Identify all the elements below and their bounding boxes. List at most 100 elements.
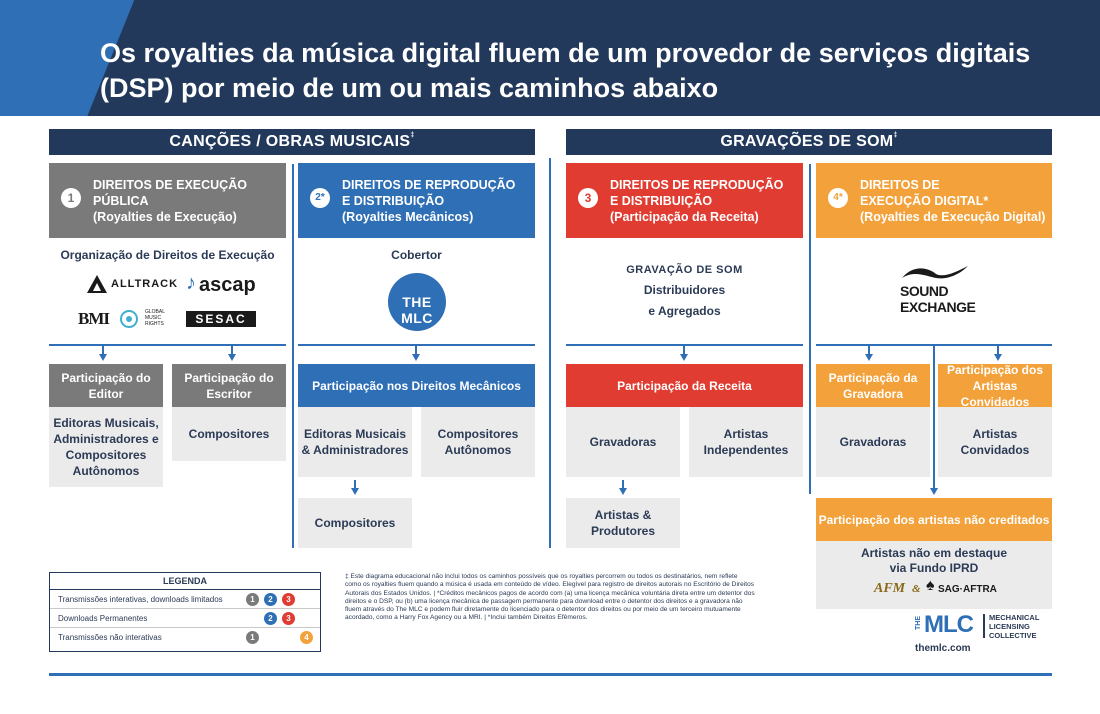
flow-arrow-icon [930,488,938,495]
revenue-share-box: Participação da Receita [566,364,803,407]
bottom-rule [49,673,1052,676]
flow-line [622,480,624,488]
aggregators-label: e Agregados [648,304,721,318]
brand-the: THE [915,616,922,630]
gmr-logo: GLOBAL MUSIC RIGHTS [119,307,179,331]
soundexchange-icon [902,266,968,279]
uncredited-line2: via Fundo IPRD [889,561,979,575]
publishers-box: Editoras Musicais & Administradores [298,407,412,477]
pro-label: Organização de Direitos de Execução [60,248,275,262]
section-songs: CANÇÕES / OBRAS MUSICAIS‡ [49,129,535,155]
songwriters-box: Compositores [298,498,412,548]
ascap-text: ascap [199,274,256,296]
category-line: E DISTRIBUIÇÃO [342,194,445,208]
legend-dot: 2 [264,593,277,606]
category-line: E DISTRIBUIÇÃO [610,194,713,208]
self-publishers-box: Compositores Autônomos [421,407,535,477]
flow-arrow-icon [99,354,107,361]
column-divider [809,164,811,494]
flow-arrow-icon [351,488,359,495]
category-text: DIREITOS DE EXECUÇÃO DIGITAL* (Royalties… [860,177,1046,225]
footnote: ‡ Este diagrama educacional não inclui t… [345,573,755,622]
legend-dot: 1 [246,593,259,606]
ascap-logo: ♪ ascap [186,272,256,298]
flow-line [868,346,870,354]
gmr-text: GLOBAL MUSIC RIGHTS [145,309,165,327]
soundexchange-logo: SOUND EXCHANGE [898,264,978,320]
legend-row: Transmissões não interativas 1 4 [50,628,320,647]
sesac-logo: SESAC [186,311,256,327]
category-public-performance: 1 DIREITOS DE EXECUÇÃO PÚBLICA (Royaltie… [49,163,286,238]
section-recordings-mark: ‡ [893,132,898,139]
gmr-icon [120,310,138,328]
category-number: 2* [310,188,330,208]
category-line: PÚBLICA [93,194,149,208]
legend-row: Downloads Permanentes 2 3 [50,609,320,628]
legend-dot: 2 [264,612,277,625]
afm-logo: AFM [874,581,906,596]
sound-recording-label: GRAVAÇÃO DE SOM [626,264,743,276]
flow-line [354,480,356,488]
section-recordings: GRAVAÇÕES DE SOM‡ [566,129,1052,155]
legend-dot: 4 [300,631,313,644]
brand-line: MECHANICAL [989,613,1040,622]
flow-arrow-icon [865,354,873,361]
sesac-text: SESAC [195,312,247,326]
flow-line [102,346,104,354]
soundexchange-text: EXCHANGE [900,299,976,315]
legend-dot: 1 [246,631,259,644]
category-line: DIREITOS DE REPRODUÇÃO [610,178,784,192]
blanket-label: Cobertor [391,248,442,262]
category-text: DIREITOS DE REPRODUÇÃO E DISTRIBUIÇÃO (R… [342,177,529,225]
flow-line [415,346,417,354]
legend-dot: 3 [282,612,295,625]
alltrack-text: ALLTRACK [111,278,179,290]
flow-line [231,346,233,354]
bmi-logo: BMI [78,304,110,330]
editor-share-box: Participação do Editor [49,364,163,407]
distributors-label: Distribuidores [643,283,726,297]
mlc-logo-text: THE MLC [401,294,433,326]
column-divider [292,164,294,548]
category-subtitle: (Participação da Receita) [610,210,759,224]
brand-line: LICENSING [989,622,1030,631]
category-subtitle: (Royalties de Execução Digital) [860,210,1046,224]
category-text: DIREITOS DE REPRODUÇÃO E DISTRIBUIÇÃO (P… [610,177,797,225]
page-title: Os royalties da música digital fluem de … [100,38,1031,103]
sag-aftra-icon: ♠ [926,577,935,594]
brand-url[interactable]: themlc.com [915,643,971,654]
category-digital-performance: 4* DIREITOS DE EXECUÇÃO DIGITAL* (Royalt… [816,163,1052,238]
bmi-text: BMI [78,309,110,328]
category-reproduction: 2* DIREITOS DE REPRODUÇÃO E DISTRIBUIÇÃO… [298,163,535,238]
flow-line [816,344,1052,346]
flow-arrow-icon [680,354,688,361]
legend: LEGENDA Transmissões interativas, downlo… [49,572,321,652]
mlc-brand: THE MLC MECHANICAL LICENSING COLLECTIVE … [915,612,1055,656]
category-text: DIREITOS DE EXECUÇÃO PÚBLICA (Royalties … [93,177,280,225]
brand-line: COLLECTIVE [989,631,1037,640]
alltrack-logo: ALLTRACK [87,275,177,295]
legend-dot: 3 [282,593,295,606]
brand-mlc: MLC [924,611,974,638]
category-line: DIREITOS DE REPRODUÇÃO [342,178,516,192]
uncredited-box: Artistas não em destaque via Fundo IPRD … [816,541,1052,609]
guest-artist-share-box: Participação dos Artistas Convidados [938,363,1052,409]
category-line: EXECUÇÃO DIGITAL* [860,194,989,208]
legend-row-label: Downloads Permanentes [58,614,148,623]
music-note-icon: ♪ [186,272,196,294]
flow-arrow-icon [619,488,627,495]
flow-arrow-icon [994,354,1002,361]
category-number: 1 [61,188,81,208]
flow-line [997,346,999,354]
mlc-logo: THE MLC [388,273,446,331]
legend-title: LEGENDA [50,573,320,590]
flow-arrow-icon [228,354,236,361]
uncredited-share-box: Participação dos artistas não creditados [816,498,1052,541]
category-reproduction-recordings: 3 DIREITOS DE REPRODUÇÃO E DISTRIBUIÇÃO … [566,163,803,238]
flow-line [566,344,803,346]
section-recordings-label: GRAVAÇÕES DE SOM [720,133,894,150]
flow-line [298,344,535,346]
section-songs-mark: ‡ [410,132,415,139]
mechanical-share-box: Participação nos Direitos Mecânicos [298,364,535,407]
flow-line [933,346,935,488]
